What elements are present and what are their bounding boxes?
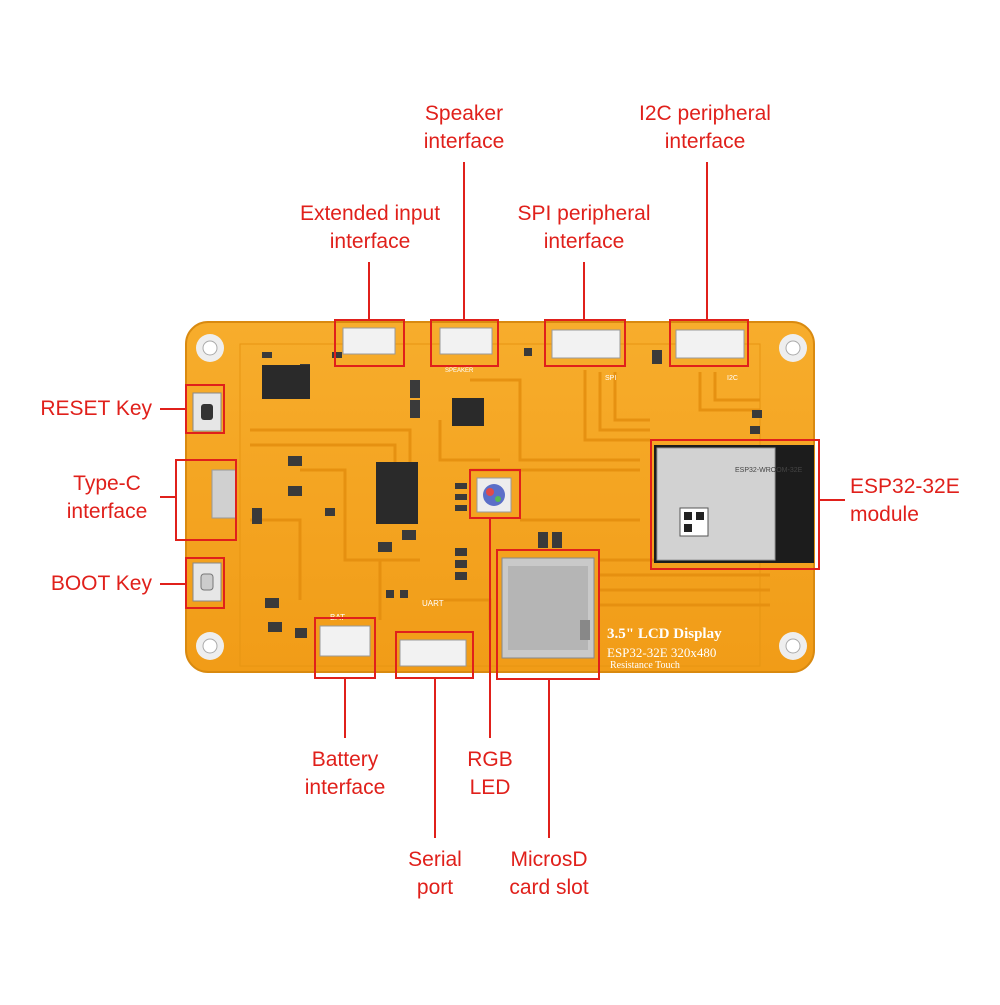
- silk-spi: SPI: [605, 375, 616, 382]
- esp32-module-part: ESP32-WROOM-32E: [654, 445, 814, 563]
- silk-touch: Resistance Touch: [610, 660, 680, 671]
- reset-button-part: [192, 392, 222, 432]
- boot-key-label: BOOT Key: [50, 572, 152, 595]
- i2c-box: [669, 319, 749, 367]
- reset-key-label: RESET Key: [40, 397, 152, 420]
- boot-button-part: [192, 562, 222, 602]
- mounting-holes: [196, 334, 807, 660]
- silk-model: ESP32-32E 320x480: [607, 645, 716, 660]
- leader-lines: [160, 162, 845, 838]
- type-c-box: [175, 459, 237, 541]
- silk-speaker: SPEAKER: [445, 368, 474, 374]
- silk-i2c: I2C: [727, 375, 738, 382]
- mounting-hole: [196, 632, 224, 660]
- microsd-slot-part: [501, 557, 595, 659]
- silk-title: 3.5" LCD Display: [607, 626, 722, 642]
- rgb-box: [469, 469, 521, 519]
- pcb-traces: [250, 370, 770, 630]
- smd-components: [252, 348, 762, 638]
- mounting-hole: [196, 334, 224, 362]
- mounting-hole: [779, 632, 807, 660]
- connector-parts: [319, 327, 745, 667]
- silk-uart: UART: [422, 599, 444, 608]
- rgb-led-part: [476, 477, 512, 513]
- ic-chips: [211, 365, 484, 524]
- module-name-text: ESP32-WROOM-32E: [735, 467, 803, 474]
- esp32-box: [650, 439, 820, 570]
- mounting-hole: [779, 334, 807, 362]
